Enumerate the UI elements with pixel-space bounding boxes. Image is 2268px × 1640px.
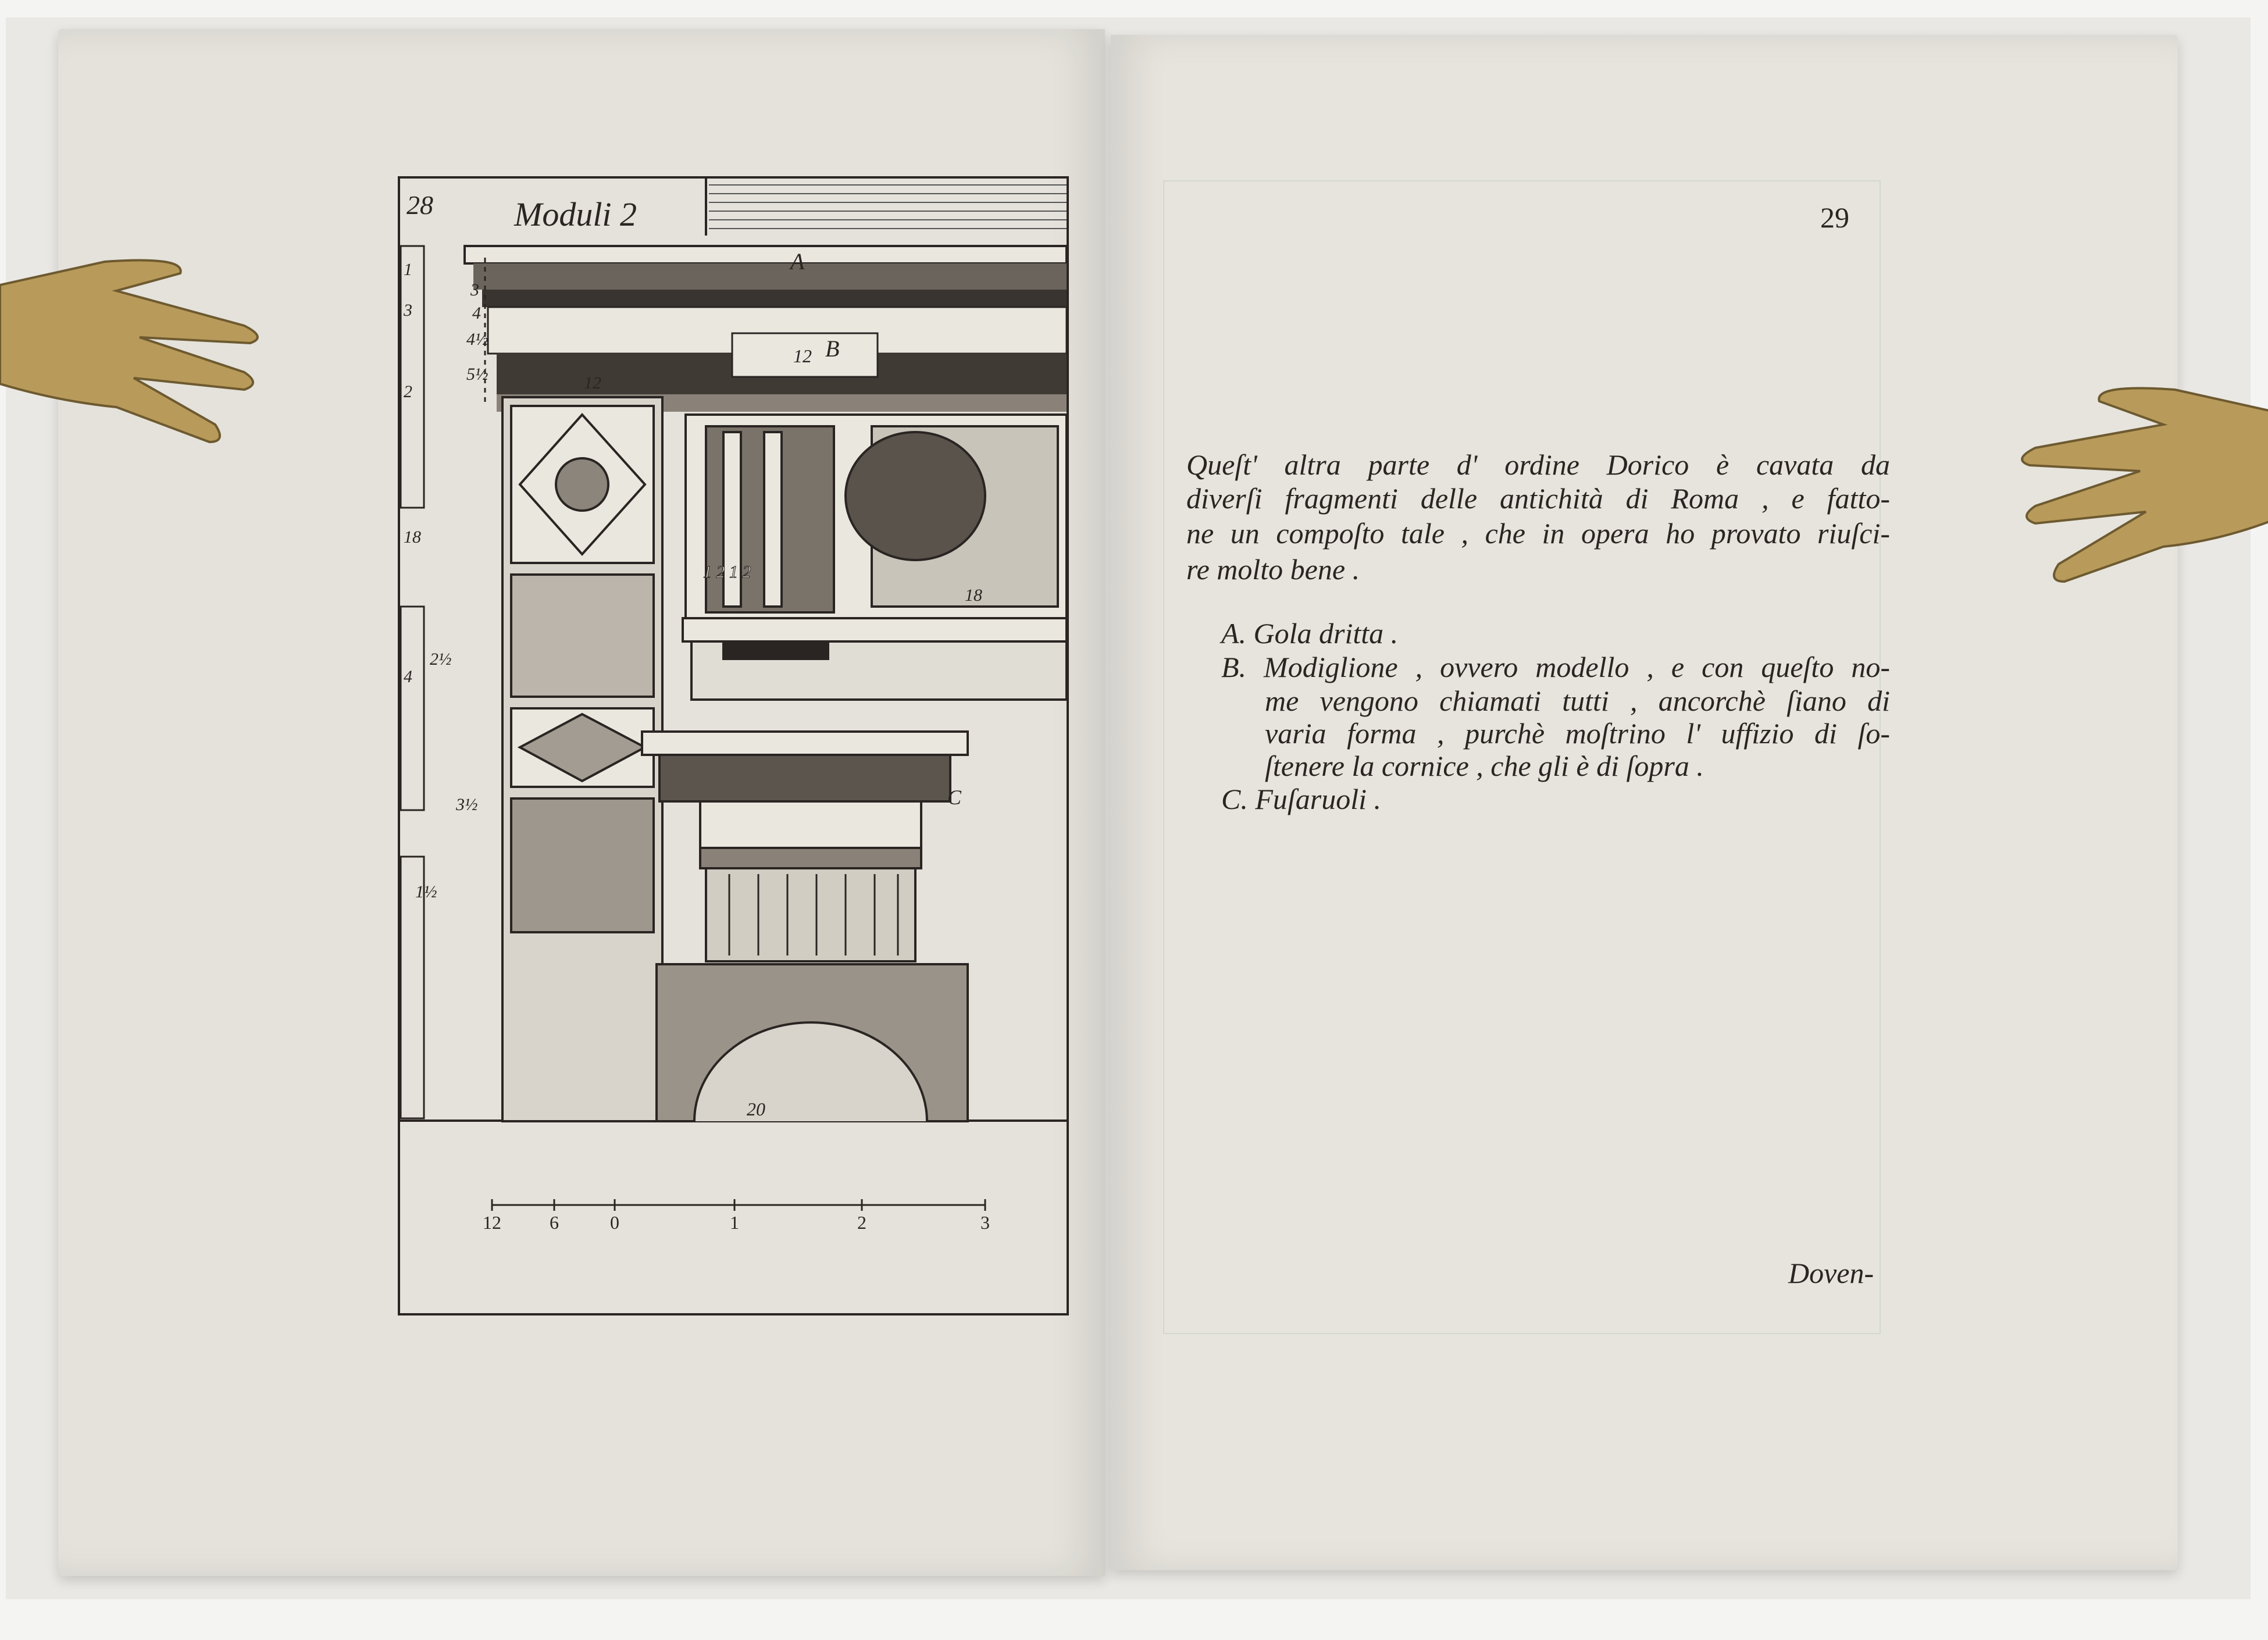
- legend-b-line: me vengono chiamati tutti , ancorchè ſia…: [1265, 684, 1890, 717]
- scale-label: 12: [483, 1212, 501, 1233]
- label-pedestal: 20: [747, 1099, 765, 1120]
- scale-label: 0: [610, 1212, 619, 1233]
- plate-page-number: 28: [406, 190, 433, 220]
- measure: 4½: [466, 330, 488, 349]
- measure-column: [400, 245, 486, 1120]
- measures: 3 4 4½ 5½ 1 2 3 2½ 3½ 4 18 1½: [403, 260, 488, 901]
- measure: 3: [403, 301, 412, 320]
- soffit-panels: [501, 396, 664, 1122]
- scale-label: 1: [730, 1212, 739, 1233]
- measure: 4: [472, 304, 481, 323]
- label-triglyph: 1 2 1 2: [703, 562, 751, 582]
- catchword: Doven-: [1788, 1257, 1874, 1289]
- measure: 3: [470, 280, 479, 300]
- measure: 4: [404, 667, 412, 686]
- legend-c: C. Fuſaruoli .: [1221, 783, 1382, 815]
- legend-b: B. Modiglione , ovvero modello , e con q…: [1221, 651, 1890, 683]
- measure: 1: [404, 260, 412, 279]
- engraving-doric-entablature: 28 Moduli 2 A B 12 12 C 18 20 1 2 1 2 3 …: [398, 176, 1069, 1315]
- measure: 18: [404, 527, 421, 547]
- legend-b-line: varia forma , purchè moſtrino l' uffizio…: [1265, 717, 1890, 750]
- scale-label: 3: [980, 1212, 990, 1233]
- label-a: A: [789, 248, 805, 274]
- right-page: [1111, 35, 2178, 1570]
- label-dentil-width: 12: [584, 373, 601, 393]
- page-number: 29: [1820, 201, 1849, 234]
- label-modiglione-width: 12: [793, 345, 812, 366]
- paragraph-line: ne un compoſto tale , che in opera ho pr…: [1186, 517, 1890, 550]
- label-metope: 18: [965, 586, 982, 605]
- paragraph-line: Queſt' altra parte d' ordine Dorico è ca…: [1186, 448, 1890, 481]
- measure: 2½: [430, 650, 452, 669]
- hatching: [709, 184, 1067, 229]
- brass-hand-weight-left: [0, 259, 259, 444]
- paragraph-line: re molto bene .: [1186, 553, 1360, 586]
- legend-a: A. Gola dritta .: [1221, 617, 1399, 650]
- scale-bar: [491, 1199, 986, 1211]
- brass-hand-weight-right: [2021, 387, 2268, 583]
- cornice: [463, 245, 1068, 412]
- measure: 5½: [466, 365, 488, 384]
- plate-frame: [398, 176, 1069, 1315]
- frieze: [682, 413, 1068, 701]
- column-capital: [641, 730, 969, 962]
- plate-title: Moduli 2: [513, 195, 637, 233]
- measure: 3½: [455, 795, 478, 814]
- scale-label: 6: [550, 1212, 559, 1233]
- scale-label: 2: [857, 1212, 866, 1233]
- label-b: B: [825, 336, 839, 362]
- measure: 1½: [415, 882, 437, 901]
- pedestal: [655, 963, 969, 1122]
- label-c: C: [947, 786, 962, 809]
- faint-plate-mark: [1163, 180, 1881, 1334]
- legend-b-line: ſtenere la cornice , che gli è di ſopra …: [1265, 750, 1704, 782]
- scale-labels: 12 6 0 1 2 3: [483, 1212, 990, 1233]
- measure: 2: [404, 382, 412, 401]
- paragraph-line: diverſi fragmenti delle antichità di Rom…: [1186, 482, 1890, 515]
